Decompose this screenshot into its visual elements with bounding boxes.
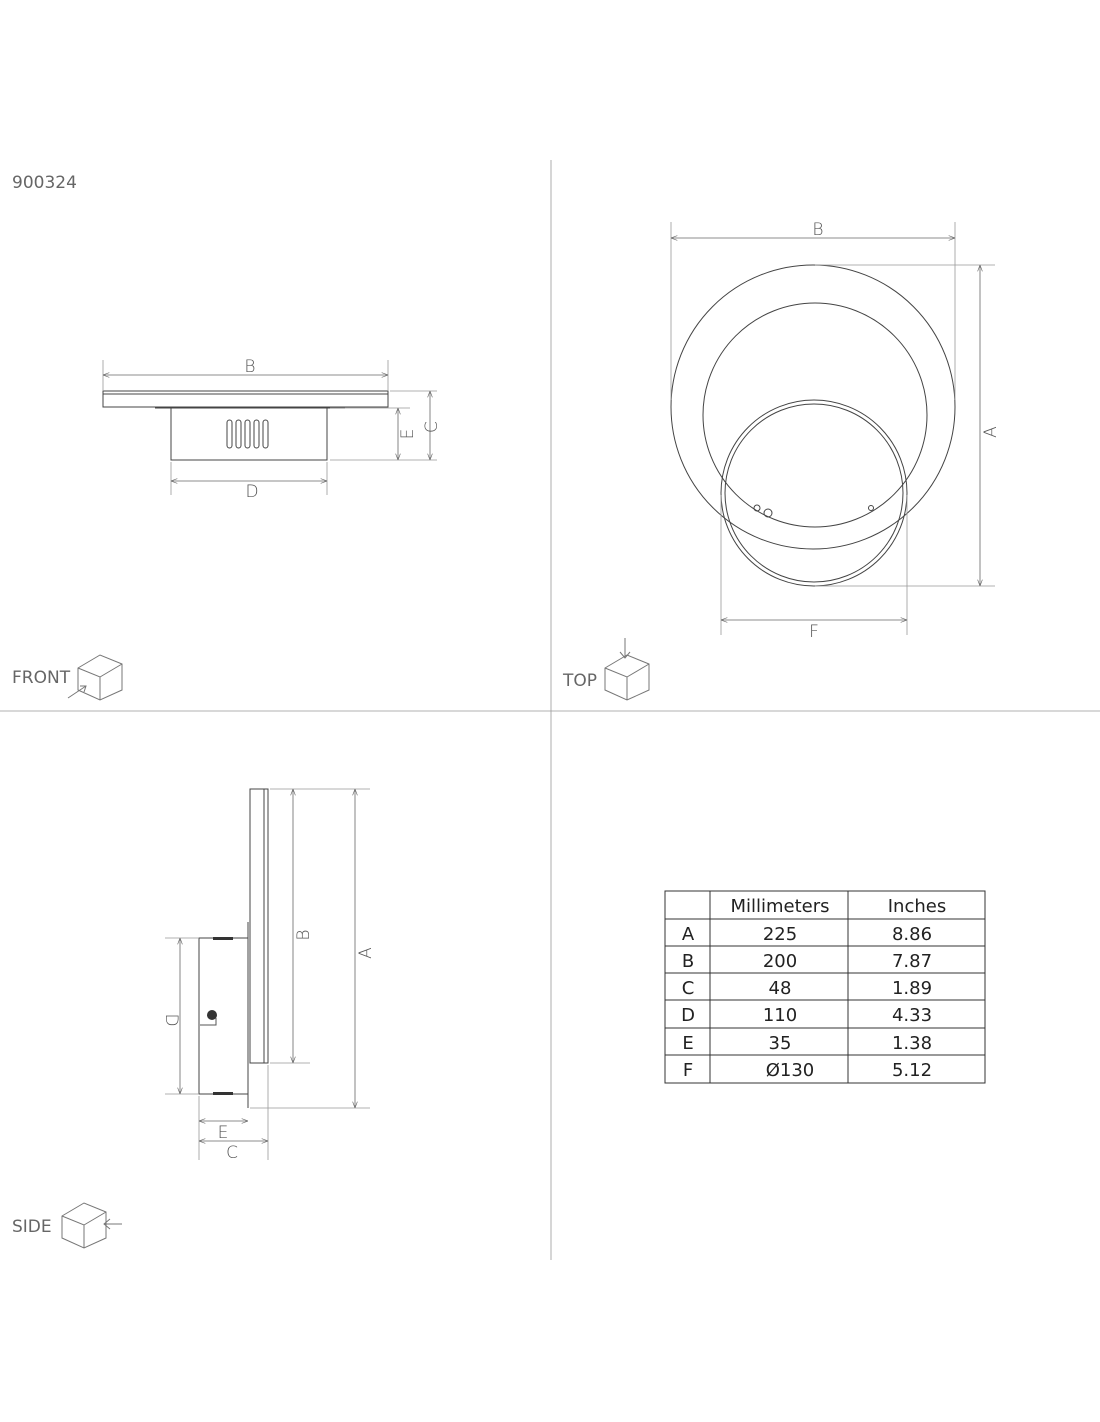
top-cube-icon <box>604 638 650 701</box>
svg-text:7.87: 7.87 <box>892 951 932 972</box>
front-plate <box>102 390 389 408</box>
top-view: B A F <box>670 220 1001 642</box>
svg-text:A: A <box>356 947 376 959</box>
svg-text:A: A <box>682 924 695 945</box>
screw-icon <box>753 504 761 512</box>
side-base-box <box>198 937 249 1095</box>
side-plate <box>249 788 269 1064</box>
inner-ring <box>702 302 928 528</box>
svg-text:D: D <box>161 1013 181 1026</box>
table-row: B 200 7.87 <box>682 951 932 972</box>
svg-text:E: E <box>398 429 418 440</box>
part-number: 900324 <box>12 173 77 193</box>
svg-text:B: B <box>812 220 823 240</box>
svg-text:110: 110 <box>763 1005 797 1026</box>
svg-text:1.89: 1.89 <box>892 978 932 999</box>
table-row: C 48 1.89 <box>682 978 932 999</box>
screw-icon <box>207 1010 217 1020</box>
svg-text:200: 200 <box>763 951 797 972</box>
outer-ring <box>670 264 956 550</box>
svg-text:4.33: 4.33 <box>892 1005 932 1026</box>
side-view: B A D E C <box>161 788 376 1163</box>
svg-text:C: C <box>682 978 695 999</box>
svg-text:48: 48 <box>769 978 792 999</box>
front-base-box <box>170 407 328 461</box>
view-label-side: SIDE <box>12 1217 52 1237</box>
svg-text:Ø130: Ø130 <box>766 1060 815 1081</box>
svg-text:D: D <box>245 482 258 502</box>
svg-text:E: E <box>218 1123 229 1143</box>
svg-text:B: B <box>294 929 314 940</box>
vent-slots <box>226 419 269 449</box>
svg-text:1.38: 1.38 <box>892 1033 932 1054</box>
svg-text:C: C <box>226 1143 238 1163</box>
svg-text:A: A <box>981 426 1001 438</box>
front-view: B D E C <box>102 357 442 502</box>
table-row: F Ø130 5.12 <box>683 1060 932 1081</box>
svg-text:225: 225 <box>763 924 797 945</box>
svg-text:C: C <box>422 421 442 433</box>
svg-text:8.86: 8.86 <box>892 924 932 945</box>
table-row: E 35 1.38 <box>682 1033 932 1054</box>
svg-text:F: F <box>683 1060 693 1081</box>
table-header: Inches <box>888 896 946 917</box>
dimension-table: Millimeters Inches A 225 8.86 B 200 7.87… <box>664 890 986 1084</box>
table-row: D 110 4.33 <box>681 1005 932 1026</box>
svg-text:B: B <box>244 357 255 377</box>
svg-text:E: E <box>682 1033 693 1054</box>
base-disc <box>720 399 908 587</box>
svg-text:35: 35 <box>769 1033 792 1054</box>
svg-text:5.12: 5.12 <box>892 1060 932 1081</box>
view-label-front: FRONT <box>12 668 71 688</box>
svg-text:B: B <box>682 951 694 972</box>
front-cube-icon <box>67 654 123 701</box>
view-label-top: TOP <box>562 671 597 691</box>
table-row: A 225 8.86 <box>682 924 932 945</box>
table-header: Millimeters <box>730 896 829 917</box>
side-cube-icon <box>61 1202 122 1249</box>
svg-text:F: F <box>809 622 819 642</box>
svg-text:D: D <box>681 1005 695 1026</box>
